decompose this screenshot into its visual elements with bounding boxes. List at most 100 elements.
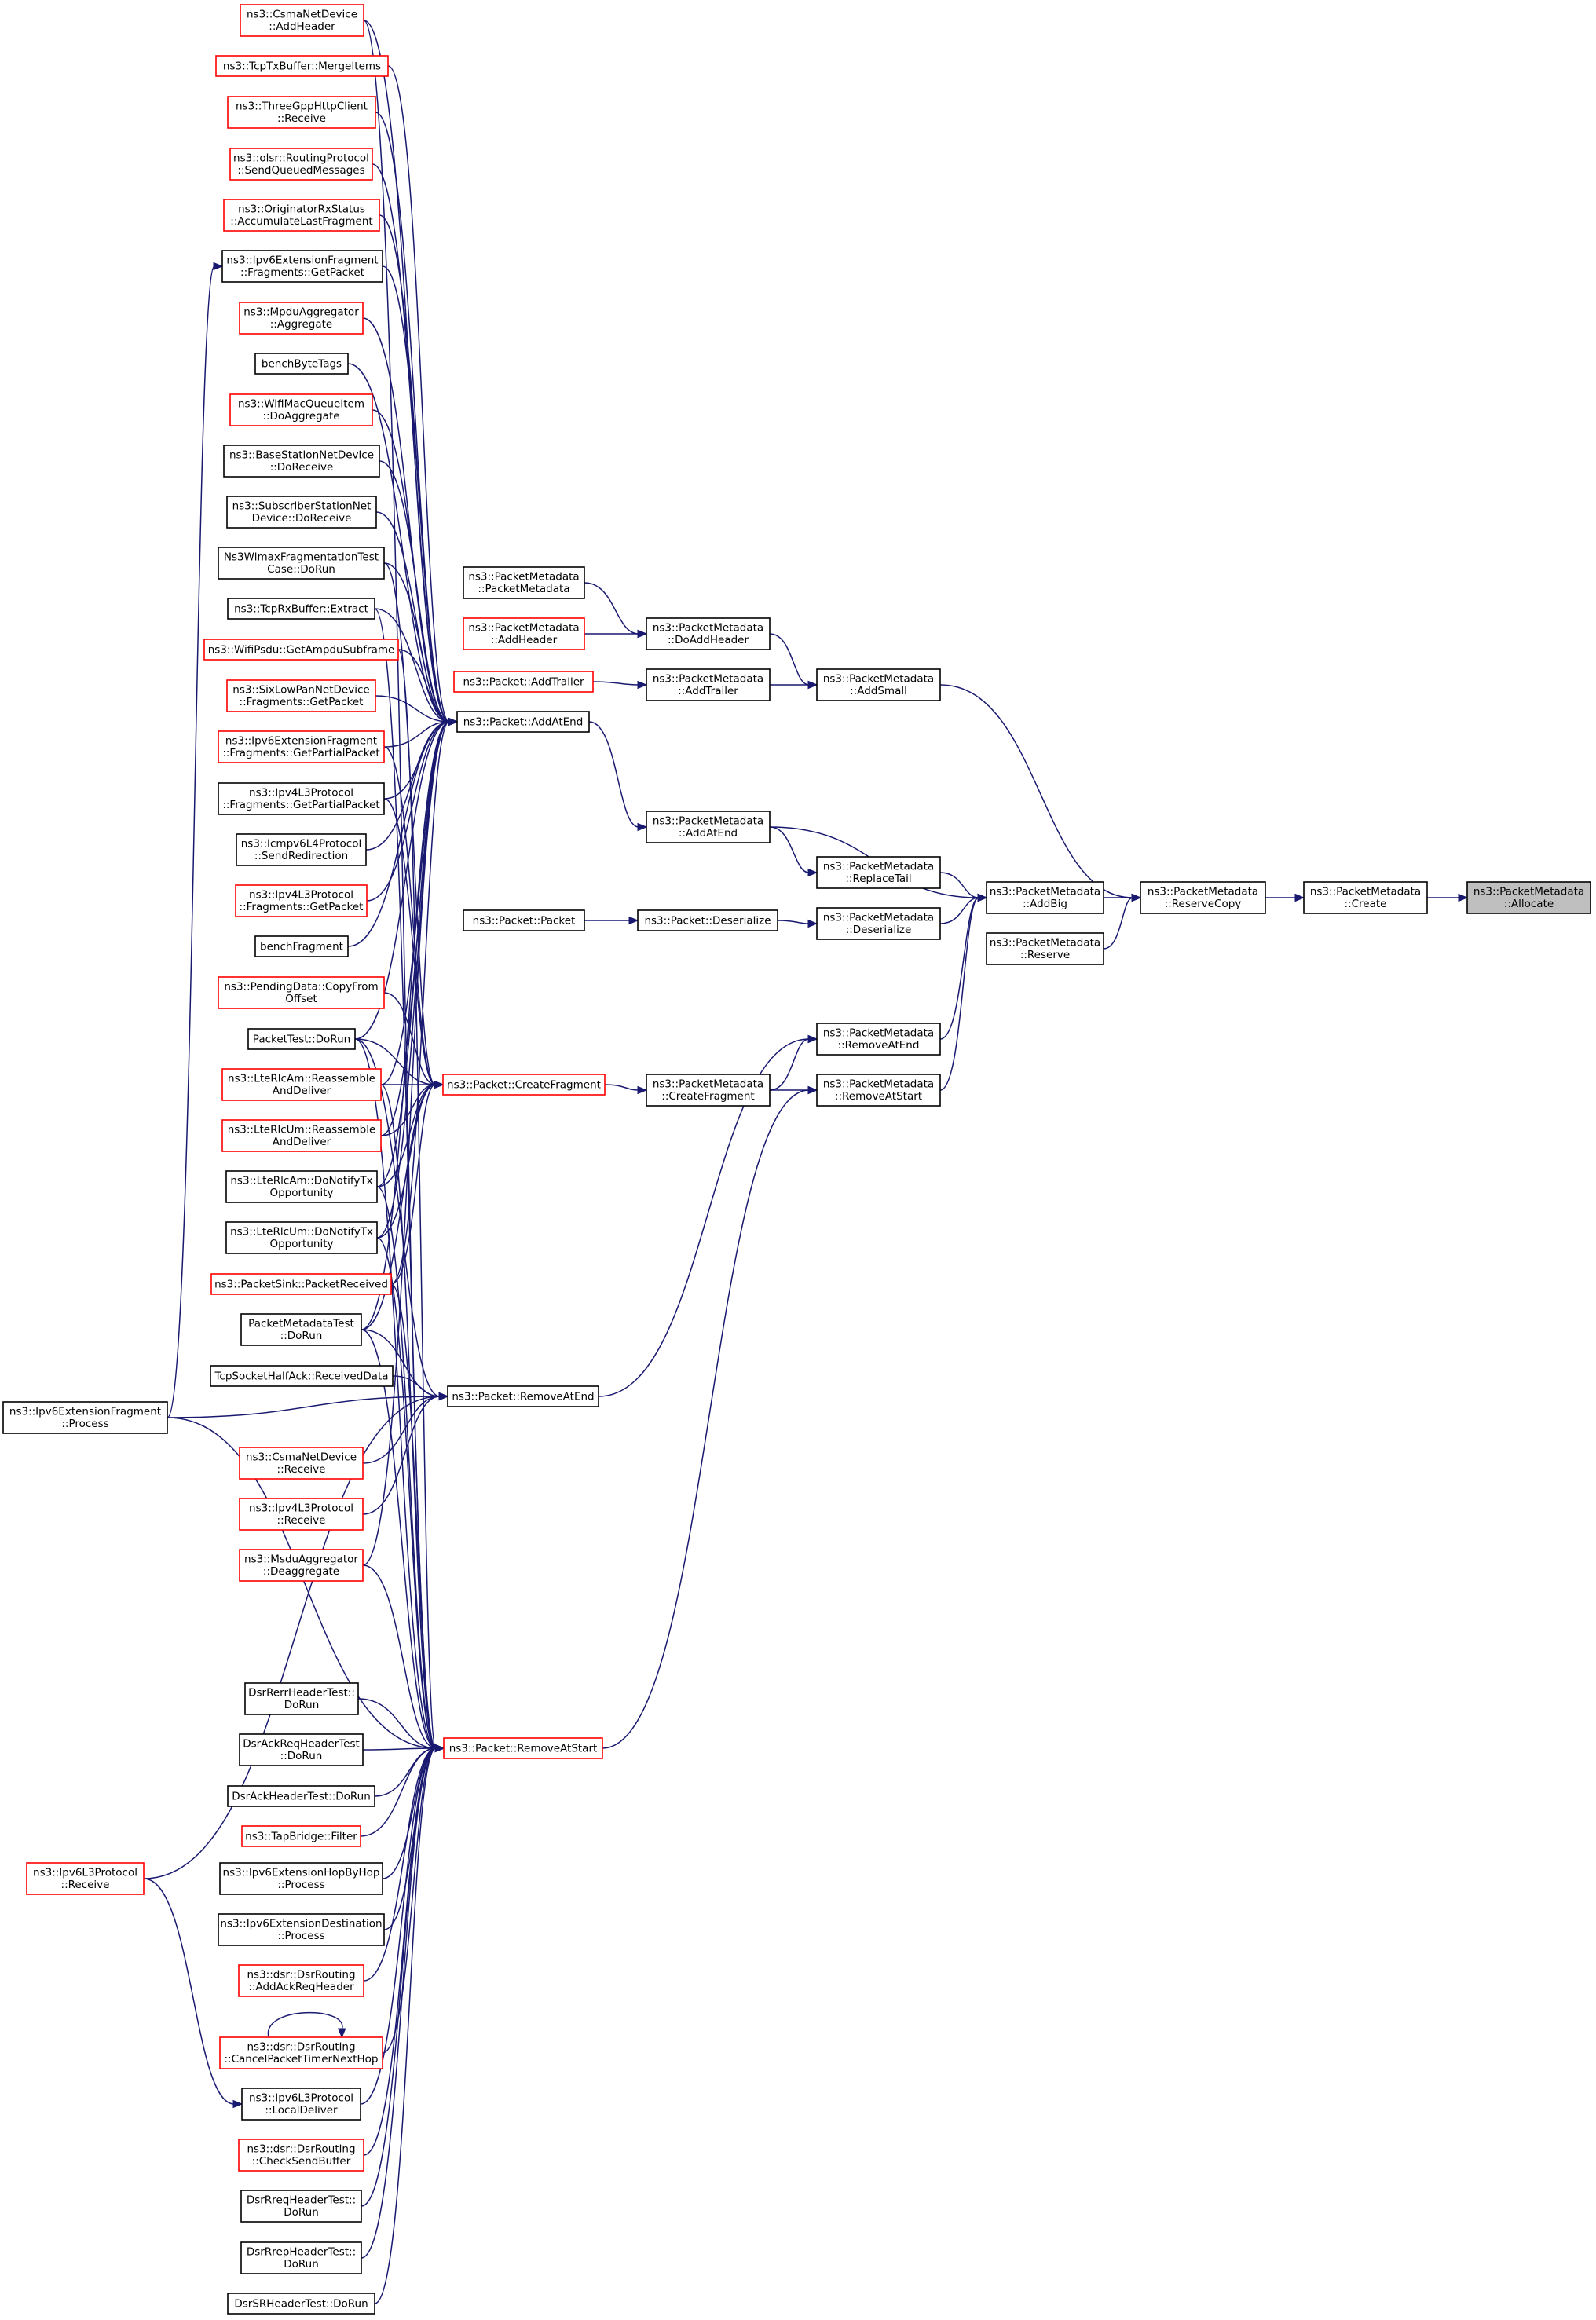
- node-pm_create[interactable]: ns3::PacketMetadata::Create: [1303, 881, 1428, 914]
- node-ip6ext_frag_process[interactable]: ns3::Ipv6ExtensionFragment::Process: [2, 1401, 168, 1434]
- node-ip4l3_receive[interactable]: ns3::Ipv4L3Protocol::Receive: [239, 1498, 364, 1531]
- node-pm_doaddheader[interactable]: ns3::PacketMetadata::DoAddHeader: [646, 617, 771, 650]
- node-pm_reserve[interactable]: ns3::PacketMetadata::Reserve: [986, 932, 1104, 965]
- node-ip6l3_receive[interactable]: ns3::Ipv6L3Protocol::Receive: [26, 1862, 145, 1895]
- arrowhead: [977, 893, 988, 902]
- node-packet_addatend[interactable]: ns3::Packet::AddAtEnd: [456, 711, 590, 733]
- edge-line: [361, 1747, 437, 2207]
- node-box: [463, 909, 585, 931]
- node-label: ns3::Icmpv6L4Protocol: [241, 838, 362, 851]
- node-dsrack_dorun[interactable]: DsrAckHeaderTest::DoRun: [227, 1785, 375, 1807]
- node-label: ns3::PacketMetadata: [823, 912, 934, 924]
- arrowhead: [637, 629, 648, 639]
- node-icmpv6_sendredir[interactable]: ns3::Icmpv6L4Protocol::SendRedirection: [236, 833, 367, 866]
- node-tcprx_extract[interactable]: ns3::TcpRxBuffer::Extract: [227, 598, 375, 620]
- edge-line: [602, 1089, 810, 1749]
- node-tcptx_merge[interactable]: ns3::TcpTxBuffer::MergeItems: [215, 55, 389, 77]
- arrowhead: [637, 1085, 648, 1095]
- node-box: [239, 1447, 364, 1480]
- node-label: ns3::PacketMetadata: [468, 571, 579, 584]
- node-ip4l3_frag_get[interactable]: ns3::Ipv4L3Protocol::Fragments::GetPacke…: [235, 884, 368, 917]
- node-packetsink_recv[interactable]: ns3::PacketSink::PacketReceived: [210, 1273, 392, 1295]
- node-packet_removeatend[interactable]: ns3::Packet::RemoveAtEnd: [447, 1385, 599, 1407]
- edge-packet_packet-to-packet_deserialize: [584, 916, 639, 925]
- node-ip6ext_frag_getpartial[interactable]: ns3::Ipv6ExtensionFragment::Fragments::G…: [218, 730, 385, 763]
- node-packet_removeatstart[interactable]: ns3::Packet::RemoveAtStart: [443, 1737, 603, 1759]
- node-pm_removeatstart[interactable]: ns3::PacketMetadata::RemoveAtStart: [816, 1074, 941, 1107]
- node-tapbridge_filter[interactable]: ns3::TapBridge::Filter: [241, 1825, 361, 1847]
- node-dsr_cancel[interactable]: ns3::dsr::DsrRouting::CancelPacketTimerN…: [219, 2036, 383, 2069]
- node-pm_addheader[interactable]: ns3::PacketMetadata::AddHeader: [463, 617, 585, 650]
- node-tcphalfack[interactable]: TcpSocketHalfAck::ReceivedData: [210, 1365, 394, 1387]
- node-packet_deserialize[interactable]: ns3::Packet::Deserialize: [637, 909, 778, 931]
- node-box: [240, 2241, 362, 2274]
- node-ip6ext_frag_get[interactable]: ns3::Ipv6ExtensionFragment::Fragments::G…: [221, 250, 383, 283]
- edge-line: [362, 1564, 437, 1749]
- node-label: ns3::PacketMetadata: [1310, 886, 1421, 898]
- node-packet_createfragment[interactable]: ns3::Packet::CreateFragment: [442, 1074, 606, 1096]
- node-olsr_send[interactable]: ns3::olsr::RoutingProtocol::SendQueuedMe…: [229, 148, 373, 181]
- node-dsrackreq_dorun[interactable]: DsrAckReqHeaderTest::DoRun: [239, 1733, 364, 1766]
- arrowhead: [807, 868, 818, 877]
- node-wifipsdu_getampdu[interactable]: ns3::WifiPsdu::GetAmpduSubframe: [203, 639, 399, 661]
- node-packet_addtrailer[interactable]: ns3::Packet::AddTrailer: [453, 671, 594, 693]
- edge-packet_addatend-to-pm_addatend: [588, 721, 648, 832]
- node-pm_addatend[interactable]: ns3::PacketMetadata::AddAtEnd: [646, 811, 771, 843]
- node-pm_reservecopy[interactable]: ns3::PacketMetadata::ReserveCopy: [1140, 881, 1266, 914]
- node-pm_addbig[interactable]: ns3::PacketMetadata::AddBig: [986, 881, 1104, 914]
- edge-ssnd_doreceive-to-packet_addatend: [375, 511, 459, 726]
- node-pm_replacetail[interactable]: ns3::PacketMetadata::ReplaceTail: [816, 856, 941, 889]
- node-pm_allocate[interactable]: ns3::PacketMetadata::Allocate: [1466, 881, 1591, 914]
- node-csma_receive[interactable]: ns3::CsmaNetDevice::Receive: [239, 1447, 364, 1480]
- node-ip6ext_dest_process[interactable]: ns3::Ipv6ExtensionDestination::Process: [218, 1913, 385, 1946]
- node-pm_createfragment[interactable]: ns3::PacketMetadata::CreateFragment: [646, 1074, 771, 1107]
- node-dsrrreq_dorun[interactable]: DsrRreqHeaderTest::DoRun: [240, 2190, 362, 2223]
- node-dsrrerr_dorun[interactable]: DsrRerrHeaderTest::DoRun: [244, 1682, 359, 1715]
- node-origrx_accum[interactable]: ns3::OriginatorRxStatus::AccumulateLastF…: [223, 199, 380, 232]
- node-pm_deserialize[interactable]: ns3::PacketMetadata::Deserialize: [816, 907, 941, 940]
- edge-line: [354, 721, 450, 1040]
- node-msdu_deagg[interactable]: ns3::MsduAggregator::Deaggregate: [239, 1549, 364, 1582]
- edge-pm_addheader-to-pm_doaddheader: [584, 629, 648, 639]
- node-dsr_addackreq[interactable]: ns3::dsr::DsrRouting::AddAckReqHeader: [238, 1964, 364, 1997]
- node-label: ::Fragments::GetPacket: [240, 266, 364, 279]
- node-ip4l3_frag_getpartial[interactable]: ns3::Ipv4L3Protocol::Fragments::GetParti…: [218, 782, 385, 815]
- node-benchfragment[interactable]: benchFragment: [254, 935, 349, 957]
- node-pm_addsmall[interactable]: ns3::PacketMetadata::AddSmall: [816, 668, 941, 701]
- node-threegpp_receive[interactable]: ns3::ThreeGppHttpClient::Receive: [227, 96, 376, 129]
- node-pm_removeatend[interactable]: ns3::PacketMetadata::RemoveAtEnd: [816, 1023, 941, 1056]
- edge-line: [360, 1747, 437, 1837]
- node-packettest_dorun[interactable]: PacketTest::DoRun: [247, 1028, 356, 1050]
- node-wifimacq_doagg[interactable]: ns3::WifiMacQueueItem::DoAggregate: [229, 393, 373, 426]
- edge-line: [143, 1396, 441, 1879]
- node-ip6l3_localdeliver[interactable]: ns3::Ipv6L3Protocol::LocalDeliver: [241, 2088, 361, 2121]
- node-dsrsr_dorun[interactable]: DsrSRHeaderTest::DoRun: [227, 2293, 375, 2315]
- node-pm_packetmetadata[interactable]: ns3::PacketMetadata::PacketMetadata: [463, 566, 585, 599]
- node-label: ns3::MsduAggregator: [244, 1553, 358, 1566]
- node-cni_addheader[interactable]: ns3::CsmaNetDevice::AddHeader: [240, 4, 364, 37]
- node-label: benchByteTags: [262, 357, 342, 370]
- node-label: ns3::Packet::AddAtEnd: [463, 715, 584, 728]
- node-ssnd_doreceive[interactable]: ns3::SubscriberStationNetDevice::DoRecei…: [226, 496, 377, 529]
- node-label: DsrRreqHeaderTest::: [247, 2194, 356, 2207]
- node-pmdtest_dorun[interactable]: PacketMetadataTest::DoRun: [240, 1313, 362, 1346]
- node-packet_packet[interactable]: ns3::Packet::Packet: [463, 909, 585, 931]
- node-dsrrrep_dorun[interactable]: DsrRrepHeaderTest::DoRun: [240, 2241, 362, 2274]
- node-dsr_checksend[interactable]: ns3::dsr::DsrRouting::CheckSendBuffer: [238, 2139, 364, 2172]
- node-label: ns3::PendingData::CopyFrom: [224, 981, 378, 994]
- node-bsnd_doreceive[interactable]: ns3::BaseStationNetDevice::DoReceive: [223, 445, 380, 478]
- node-sixlowpan_get[interactable]: ns3::SixLowPanNetDevice::Fragments::GetP…: [226, 679, 376, 712]
- node-benchbytetags[interactable]: benchByteTags: [254, 353, 349, 375]
- edge-line: [939, 897, 979, 924]
- node-pm_addtrailer[interactable]: ns3::PacketMetadata::AddTrailer: [646, 668, 771, 701]
- node-mpdu_agg[interactable]: ns3::MpduAggregator::Aggregate: [239, 302, 364, 335]
- edge-line: [383, 992, 436, 1085]
- node-ip6ext_hop_process[interactable]: ns3::Ipv6ExtensionHopByHop::Process: [219, 1862, 383, 1895]
- node-label: ::Receive: [277, 1514, 326, 1527]
